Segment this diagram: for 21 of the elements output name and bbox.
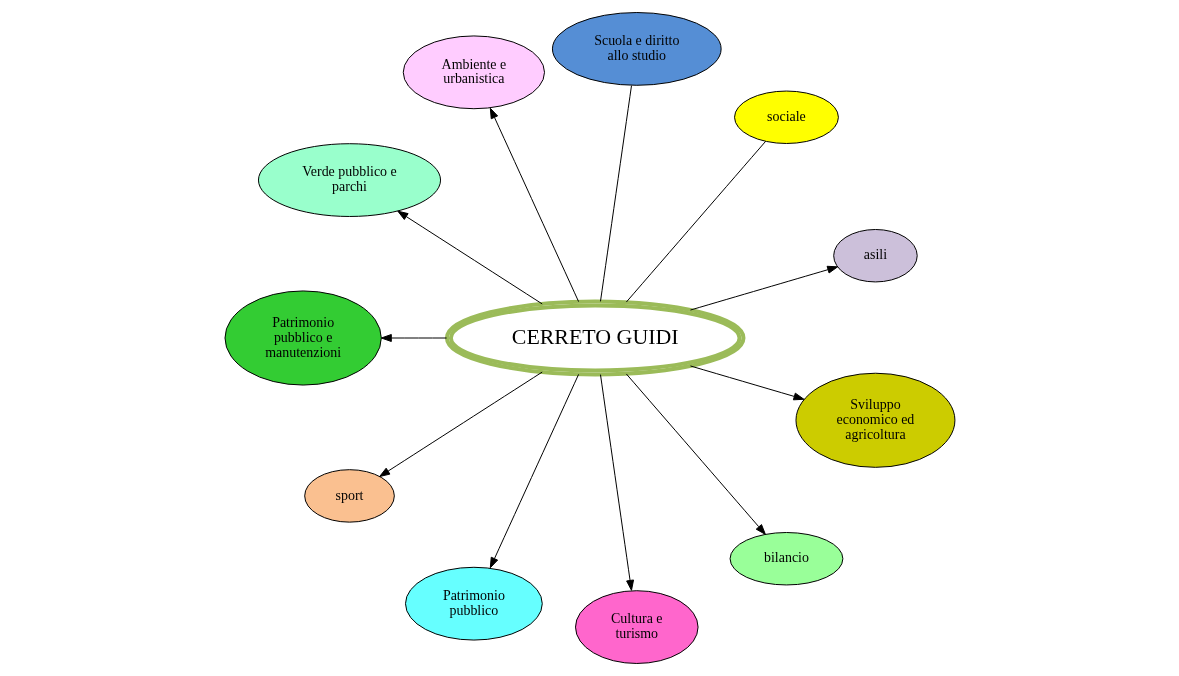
node-ellipse: Verde pubblico e parchi <box>257 143 441 217</box>
arrow <box>396 210 543 305</box>
arrow <box>380 334 447 342</box>
node-ellipse: Scuola e diritto allo studio <box>551 12 722 86</box>
arrow <box>489 373 579 569</box>
node-ellipse: bilancio <box>729 532 843 586</box>
node-ellipse: CERRETO GUIDI <box>444 299 745 377</box>
arrow <box>378 371 543 478</box>
arrow <box>599 374 634 591</box>
node-ellipse: sociale <box>733 90 839 144</box>
node-ellipse: Cultura e turismo <box>574 590 699 664</box>
node-ellipse: Patrimonio pubblico e manutenzioni <box>224 290 382 386</box>
connector <box>599 85 632 302</box>
node-ellipse: Ambiente e urbanistica <box>402 35 545 110</box>
arrow <box>625 373 766 535</box>
node-ellipse: Patrimonio pubblico <box>404 566 543 641</box>
node-ellipse: asili <box>832 229 918 283</box>
connector <box>625 140 766 303</box>
arrow <box>689 365 804 401</box>
arrow <box>489 107 579 303</box>
arrow <box>689 265 838 311</box>
